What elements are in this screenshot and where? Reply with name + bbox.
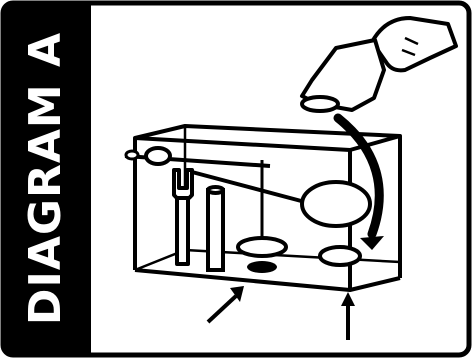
cover-icon — [300, 38, 386, 112]
flapper-icon — [236, 236, 288, 273]
diagram-side-tab — [3, 3, 89, 355]
flush-handle-icon — [124, 146, 271, 168]
overflow-tube-icon — [206, 185, 225, 272]
arrow-icon — [206, 286, 244, 324]
float-ball-icon — [191, 170, 372, 228]
tablet-icon — [318, 245, 362, 267]
up-arrow-icon — [341, 292, 355, 340]
curved-arrow-icon — [333, 113, 384, 250]
tablet-in-cover-icon — [300, 95, 340, 113]
hand-icon — [370, 16, 458, 73]
fill-valve-icon — [172, 168, 194, 266]
